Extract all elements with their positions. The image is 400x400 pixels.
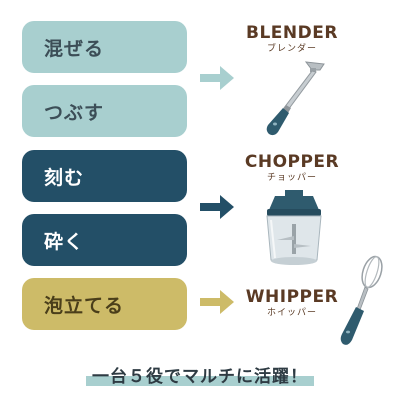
tagline-text: 一台５役でマルチに活躍！ [92, 367, 308, 387]
product-whipper: WHIPPER ホイッパー [236, 287, 348, 319]
blender-icon [266, 61, 325, 136]
action-chop-pill: 刻む [22, 150, 187, 202]
blender-title: BLENDER [246, 23, 338, 43]
chopper-title: CHOPPER [244, 152, 340, 172]
chopper-subtitle: チョッパー [266, 173, 317, 183]
arrow-right-icon [200, 195, 234, 219]
arrow-right-icon [200, 290, 234, 314]
action-whip-pill: 泡立てる [22, 278, 187, 330]
whisk-icon [340, 255, 383, 345]
tagline-highlight [86, 376, 314, 386]
action-whip-label: 泡立てる [44, 294, 125, 317]
blender-subtitle: ブレンダー [266, 44, 317, 54]
action-grind-label: 砕く [44, 230, 85, 253]
action-mix-pill: 混ぜる [22, 21, 187, 73]
chopper-icon [266, 190, 322, 265]
action-mix-label: 混ぜる [44, 37, 105, 60]
arrow-right-icon [200, 66, 234, 90]
whipper-title: WHIPPER [245, 287, 339, 307]
whipper-subtitle: ホイッパー [266, 308, 317, 318]
action-crush-label: つぶす [44, 101, 105, 124]
product-blender: BLENDER ブレンダー [236, 23, 348, 55]
product-chopper: CHOPPER チョッパー [236, 152, 348, 184]
action-chop-label: 刻む [44, 166, 85, 189]
tagline: 一台５役でマルチに活躍！ [0, 362, 400, 387]
action-grind-pill: 砕く [22, 214, 187, 266]
action-crush-pill: つぶす [22, 85, 187, 137]
